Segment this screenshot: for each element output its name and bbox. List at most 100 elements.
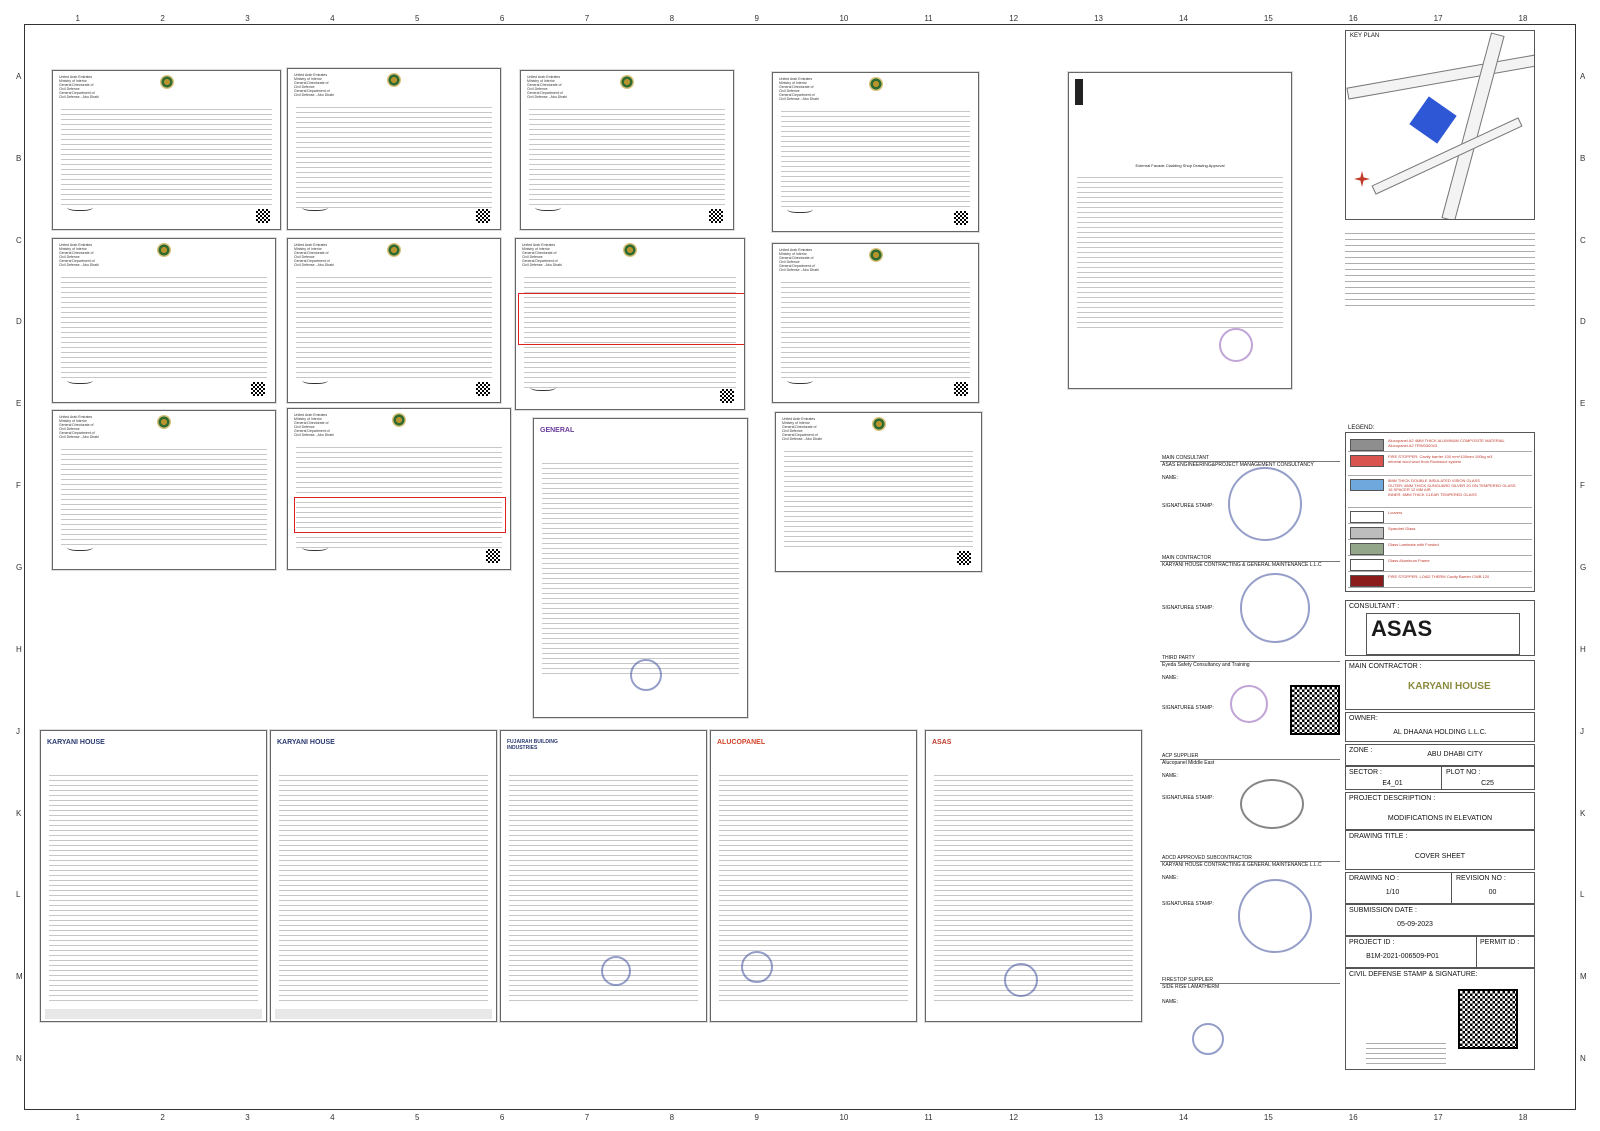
ruler-row-letter: A (1580, 71, 1586, 81)
civil-defense-certificate-8: United Arab Emirates Ministry of Interio… (772, 243, 979, 403)
legend-item: Glass Aluminum Frame (1348, 557, 1532, 572)
main-contractor-label: MAIN CONTRACTOR : (1349, 663, 1422, 670)
legend-text: FIRE STOPPER: Cavity barrier 100 mm*100m… (1388, 454, 1493, 464)
ruler-row-letter: E (16, 399, 22, 409)
name-label: NAME: (1162, 773, 1178, 779)
fujairah-building-letter: FUJAIRAH BUILDING INDUSTRIES (500, 730, 707, 1022)
ruler-row-letter: L (16, 890, 21, 900)
eyeda-stamp (1230, 685, 1268, 723)
uae-emblem-icon (387, 73, 401, 87)
company-stamp (630, 659, 662, 691)
ruler-column-number: 1 (75, 14, 80, 23)
project-id-label: PROJECT ID : (1349, 939, 1395, 946)
ruler-row-letter: D (1580, 317, 1586, 327)
project-id-block: PROJECT ID : B1M-2021-006509-P01 PERMIT … (1345, 936, 1535, 968)
company-stamp (741, 951, 773, 983)
legend-swatch (1350, 455, 1384, 467)
ruler-column-number: 5 (415, 14, 420, 23)
doc-header: United Arab Emirates Ministry of Interio… (59, 75, 99, 99)
key-plan: KEY PLAN (1345, 30, 1535, 220)
eyeda-logo-icon (1075, 79, 1083, 105)
civil-defense-certificate-4: United Arab Emirates Ministry of Interio… (772, 72, 979, 232)
doc-header: United Arab Emirates Ministry of Interio… (779, 77, 819, 101)
ruler-column-number: 17 (1433, 1113, 1443, 1122)
highlight-box (294, 497, 506, 533)
ruler-row-letter: F (16, 481, 21, 491)
plot-highlight (1409, 96, 1457, 144)
uae-emblem-icon (159, 75, 174, 89)
signature-stamp-label: SIGNATURE& STAMP: (1162, 503, 1214, 509)
company-stamp (1219, 328, 1253, 362)
uae-emblem-icon (623, 243, 637, 257)
ruler-column-number: 10 (839, 1113, 849, 1122)
alucopanel-letter: ALUCOPANEL (710, 730, 917, 1022)
ruler-column-number: 6 (499, 1113, 505, 1122)
legend-item: 8MM THICK DOUBLE INSULATED VISION GLASS … (1348, 477, 1532, 508)
ruler-column-number: 9 (754, 1113, 759, 1122)
signature (302, 202, 328, 211)
owner-block: OWNER: AL DHAANA HOLDING L.L.C. (1345, 712, 1535, 742)
ruler-row-letter: J (1580, 726, 1584, 736)
sector-plot-block: SECTOR : E4_01 PLOT NO : C25 (1345, 766, 1535, 790)
doc-header: United Arab Emirates Ministry of Interio… (782, 417, 822, 441)
drawing-no-value: 1/10 (1385, 889, 1400, 896)
signature (302, 542, 328, 551)
ruler-column-number: 10 (839, 14, 849, 23)
doc-body (781, 278, 970, 382)
sector-value: E4_01 (1382, 780, 1403, 787)
ruler-column-number: 3 (245, 1113, 250, 1122)
section-title: THIRD PARTY (1160, 655, 1340, 662)
uae-emblem-icon (871, 417, 886, 431)
legend-swatch (1350, 527, 1384, 539)
legend-swatch (1350, 559, 1384, 571)
ruler-row-letter: F (1580, 481, 1585, 491)
ruler-row-letter: N (16, 1054, 22, 1064)
alucopanel-stamp (1240, 779, 1304, 829)
ruler-column-number: 8 (669, 1113, 675, 1122)
qr-code-icon (476, 382, 490, 396)
ruler-row-letter: C (16, 235, 22, 245)
signature (67, 542, 93, 551)
ruler-column-number: 18 (1518, 1113, 1528, 1122)
consultant-label: CONSULTANT : (1349, 603, 1400, 610)
legend-item: FIRE STOPPER: Cavity barrier 100 mm*100m… (1348, 453, 1532, 476)
legend-title: LEGEND: (1348, 425, 1375, 431)
plot-value: C25 (1481, 780, 1494, 787)
ruler-row-letter: D (16, 317, 22, 327)
doc-header: United Arab Emirates Ministry of Interio… (779, 248, 819, 272)
section-title: MAIN CONSULTANT (1160, 455, 1340, 462)
ruler-row-letter: M (1580, 972, 1587, 982)
doc-body (524, 273, 736, 389)
fujairah-logo: FUJAIRAH BUILDING INDUSTRIES (507, 739, 558, 751)
project-id-value: B1M-2021-006509-P01 (1366, 953, 1439, 960)
consultant-block: CONSULTANT : ASAS (1345, 600, 1535, 656)
zone-label: ZONE : (1349, 747, 1373, 754)
eyeda-approval-letter: External Facade Cladding Shop Drawing Ap… (1068, 72, 1292, 389)
signature (787, 204, 813, 213)
ruler-row-letter: K (1580, 808, 1586, 818)
legend-text: Glass Aluminum Frame (1388, 558, 1430, 563)
ruler-column-number: 13 (1094, 14, 1104, 23)
uae-emblem-icon (157, 243, 171, 257)
qr-code-icon (954, 382, 968, 396)
doc-header: United Arab Emirates Ministry of Interio… (294, 73, 334, 97)
submission-date-block: SUBMISSION DATE : 05-09-2023 (1345, 904, 1535, 936)
project-description-label: PROJECT DESCRIPTION : (1349, 795, 1436, 802)
doc-body (61, 273, 267, 382)
civil-defense-certificate-7: United Arab Emirates Ministry of Interio… (515, 238, 745, 410)
civil-defense-certificate-2: United Arab Emirates Ministry of Interio… (287, 68, 501, 230)
signature (302, 375, 328, 384)
ruler-row-letter: B (16, 153, 22, 163)
uae-emblem-icon (868, 248, 883, 262)
asas-logo: ASAS (1366, 613, 1520, 655)
civil-defense-certificate-1: United Arab Emirates Ministry of Interio… (52, 70, 281, 230)
main-contractor-section: MAIN CONTRACTOR KARYANI HOUSE CONTRACTIN… (1160, 555, 1340, 665)
legend-item: Louvers (1348, 509, 1532, 524)
ruler-row-letter: J (16, 726, 20, 736)
doc-body (784, 447, 973, 551)
civil-defense-certificate-3: United Arab Emirates Ministry of Interio… (520, 70, 734, 230)
drawing-title-label: DRAWING TITLE : (1349, 833, 1408, 840)
